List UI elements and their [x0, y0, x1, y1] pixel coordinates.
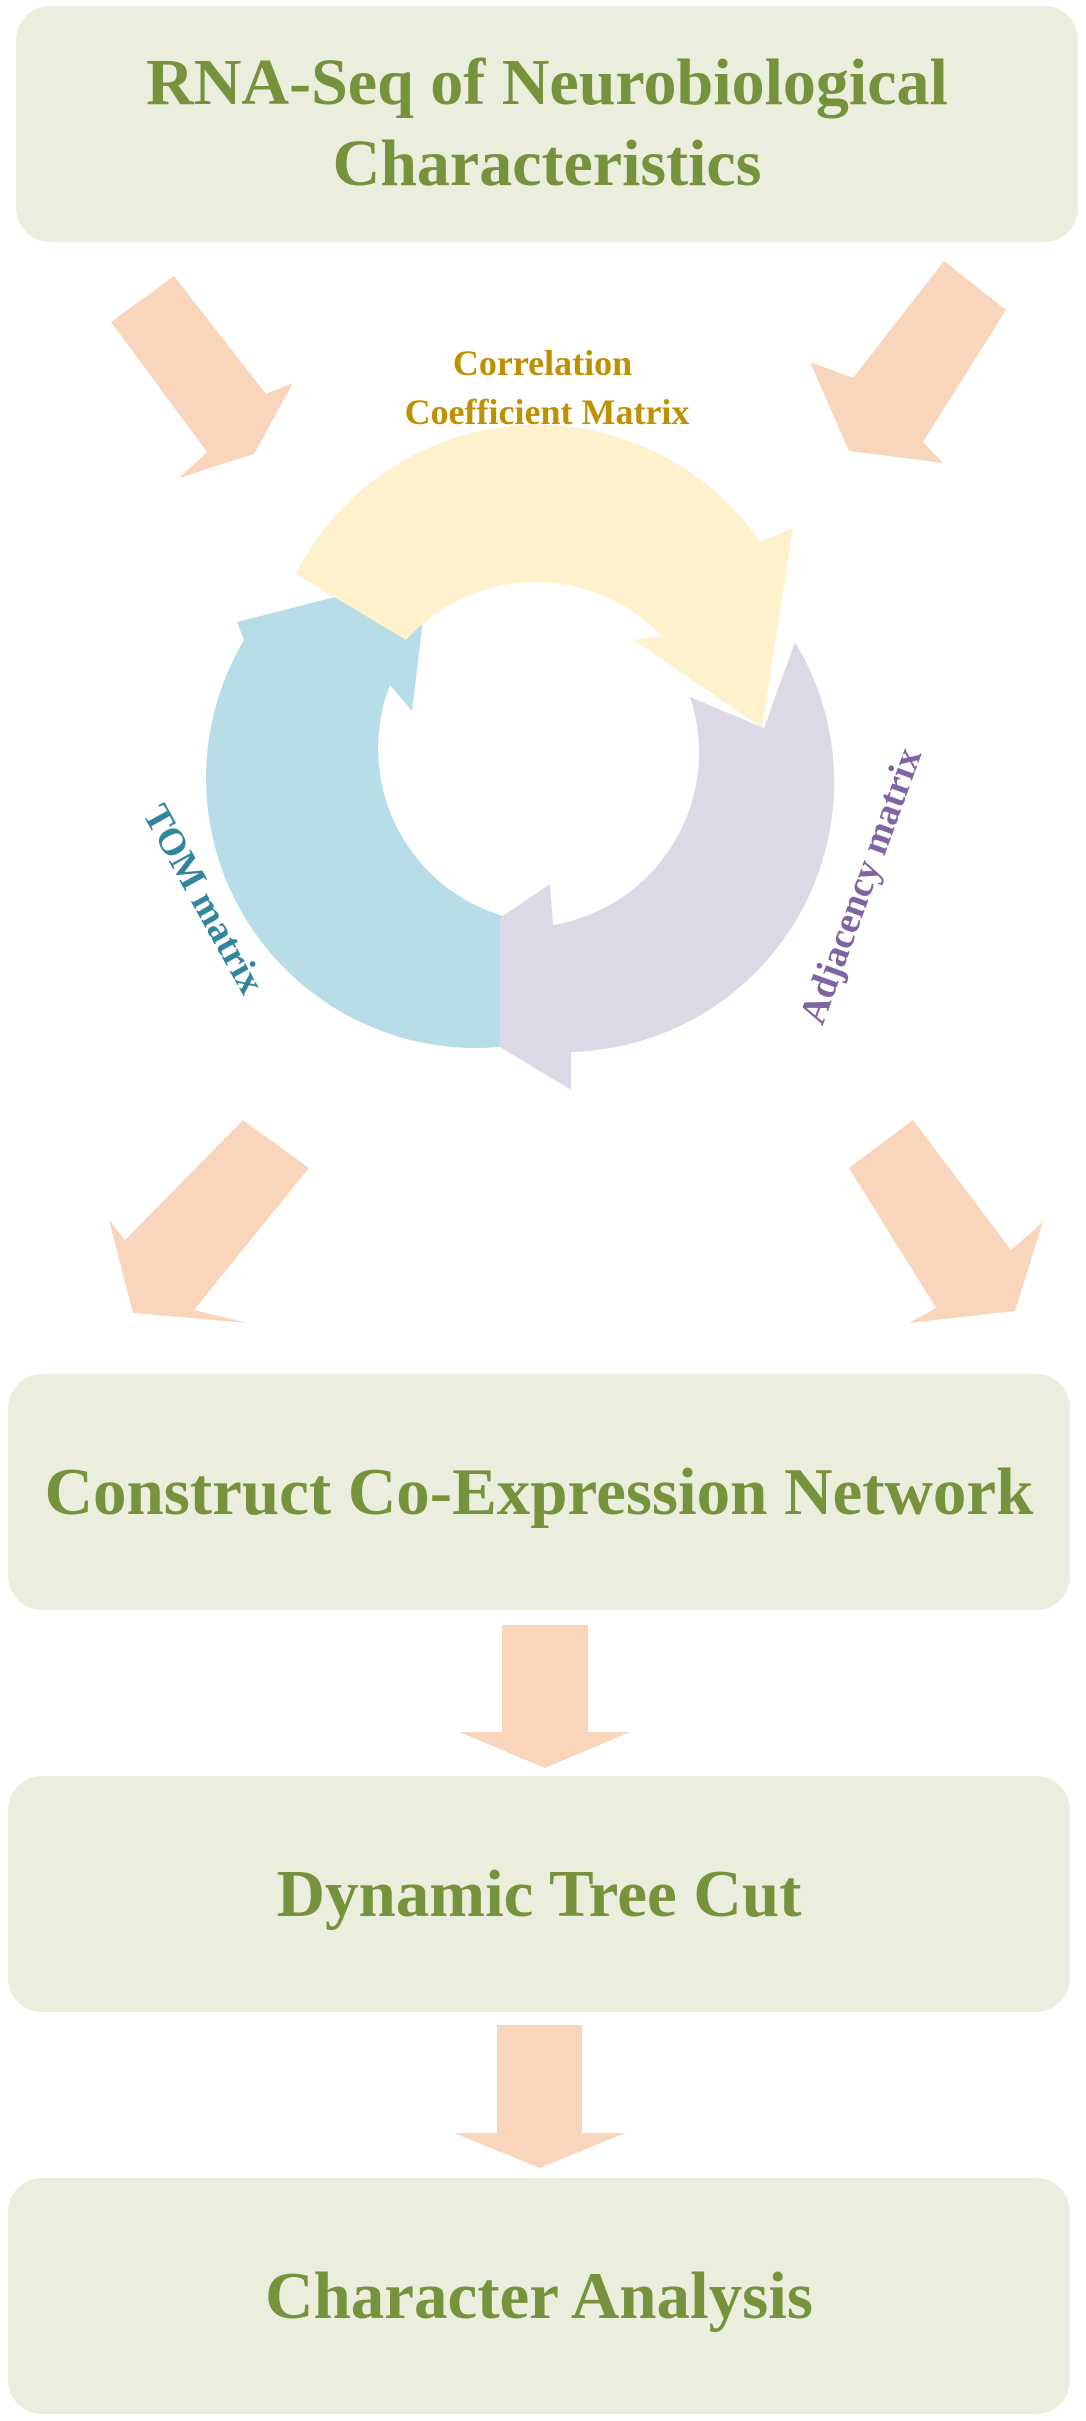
character-analysis-label: Character Analysis [265, 2258, 813, 2333]
arrow-bottom-left [109, 1120, 309, 1323]
rna-seq-title-line1: RNA-Seq of Neurobiological [146, 46, 948, 120]
rna-seq-title-line2: Characteristics [332, 127, 762, 200]
dynamic-tree-cut-label: Dynamic Tree Cut [276, 1856, 802, 1931]
construct-network-label: Construct Co-Expression Network [44, 1454, 1034, 1529]
rna-seq-box: RNA-Seq of Neurobiological Characteristi… [16, 6, 1078, 242]
correlation-label: Correlation Coefficient Matrix [405, 343, 690, 432]
correlation-label-line2: Coefficient Matrix [405, 392, 690, 432]
arrow-top-right [810, 261, 1006, 463]
arrow-down-2 [454, 2025, 625, 2168]
correlation-label-line1: Correlation [453, 343, 632, 383]
character-analysis-box: Character Analysis [8, 2178, 1070, 2414]
dynamic-tree-cut-box: Dynamic Tree Cut [8, 1776, 1070, 2012]
arrow-bottom-right [849, 1120, 1043, 1323]
adjacency-arc [500, 642, 835, 1090]
correlation-arc [296, 424, 793, 728]
arrow-top-left [111, 276, 293, 478]
tom-arc [206, 597, 510, 1049]
construct-network-box: Construct Co-Expression Network [8, 1374, 1070, 1610]
arrow-down-1 [459, 1625, 630, 1768]
